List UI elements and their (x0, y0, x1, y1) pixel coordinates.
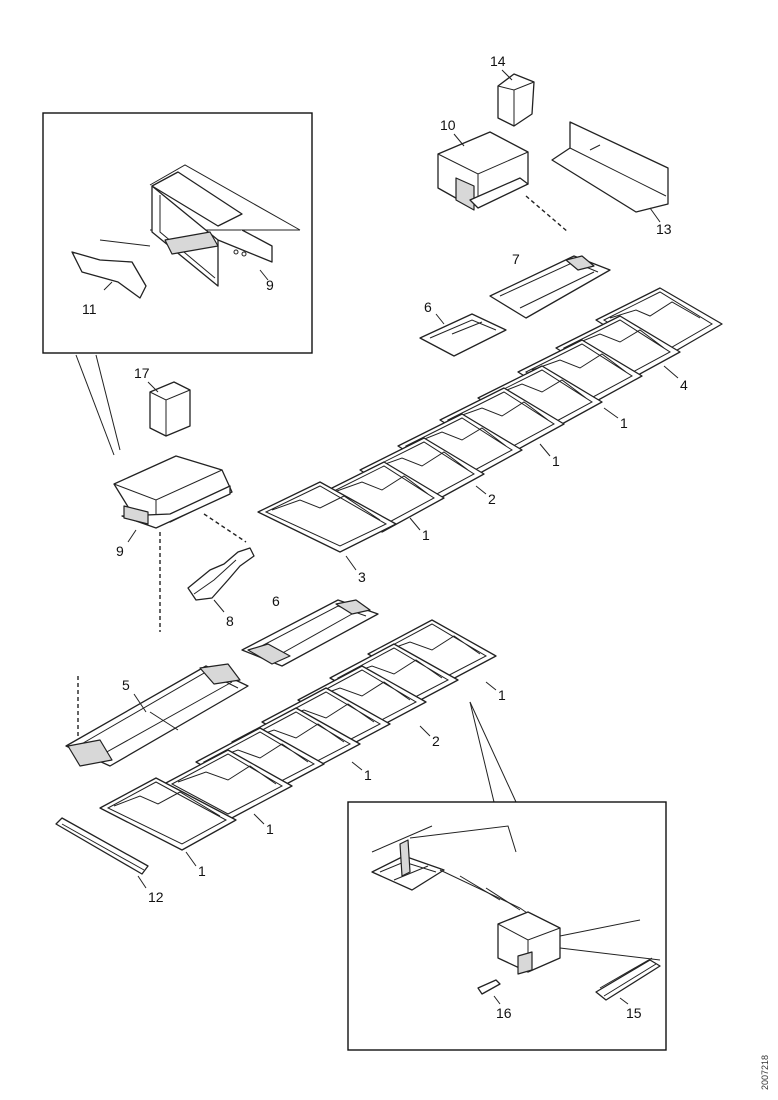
detail-leader-left (75, 354, 115, 456)
callout-1-a: 1 (620, 415, 628, 431)
lower-panel-row (99, 619, 497, 851)
detail-leader-right (95, 354, 121, 451)
part-6-lower (241, 599, 379, 667)
callout-1-g: 1 (198, 863, 206, 879)
detail-box-upper (42, 112, 313, 354)
callout-9: 9 (116, 543, 124, 559)
callout-4: 4 (680, 377, 688, 393)
callout-14: 14 (490, 53, 506, 69)
leader-2-a (475, 485, 487, 495)
detail-box-lower (347, 801, 667, 1051)
leader-5 (133, 693, 147, 713)
leader-4 (663, 365, 679, 379)
part-9 (113, 455, 233, 529)
document-id: 2007218 (760, 1055, 770, 1090)
upper-panel-row (257, 287, 723, 553)
part-6-upper (419, 313, 507, 357)
callout-6-lower: 6 (272, 593, 280, 609)
callout-1-b: 1 (552, 453, 560, 469)
leader-1-d (485, 681, 497, 691)
leader-6-upper (435, 313, 445, 325)
leader-10 (453, 133, 465, 147)
callout-7: 7 (512, 251, 520, 267)
part-12 (55, 817, 149, 875)
callout-12: 12 (148, 889, 164, 905)
detail-leader-lower-left (469, 701, 495, 803)
callout-16: 16 (496, 1005, 512, 1021)
callout-2-a: 2 (488, 491, 496, 507)
leader-16 (493, 995, 501, 1005)
leader-1-e (351, 761, 363, 771)
dashed-guide-9-8 (203, 513, 247, 543)
leader-13 (649, 207, 661, 223)
part-7 (489, 255, 611, 319)
callout-1-d: 1 (498, 687, 506, 703)
callout-5: 5 (122, 677, 130, 693)
leader-12 (137, 875, 147, 889)
part-14 (497, 73, 535, 127)
callout-8: 8 (226, 613, 234, 629)
detail-upper-drawing (71, 164, 301, 299)
leader-17 (147, 381, 159, 393)
callout-1-f: 1 (266, 821, 274, 837)
leader-1-a (603, 407, 619, 419)
leader-9 (127, 529, 137, 543)
leader-1-g (185, 851, 197, 867)
leader-2-b (419, 725, 431, 737)
callout-1-e: 1 (364, 767, 372, 783)
part-17 (149, 381, 191, 437)
leader-14 (501, 69, 513, 81)
callout-10: 10 (440, 117, 456, 133)
leader-3 (345, 555, 357, 571)
leader-1-f (253, 813, 265, 825)
part-5 (65, 663, 249, 767)
callout-6-upper: 6 (424, 299, 432, 315)
leader-1-b (539, 443, 551, 457)
callout-15: 15 (626, 1005, 642, 1021)
callout-9-detail: 9 (266, 277, 274, 293)
part-13 (551, 121, 669, 213)
callout-3: 3 (358, 569, 366, 585)
leader-1-c (409, 517, 421, 531)
callout-11: 11 (82, 301, 97, 317)
detail-lower-drawing (371, 825, 661, 1001)
part-8 (187, 547, 255, 601)
leader-15 (619, 997, 629, 1005)
callout-17: 17 (134, 365, 150, 381)
part-10 (437, 131, 529, 211)
callout-13: 13 (656, 221, 672, 237)
callout-1-c: 1 (422, 527, 430, 543)
leader-8 (213, 599, 225, 613)
detail-leader-lower-right (469, 701, 517, 803)
dashed-guide-10-7 (525, 195, 569, 233)
callout-2-b: 2 (432, 733, 440, 749)
